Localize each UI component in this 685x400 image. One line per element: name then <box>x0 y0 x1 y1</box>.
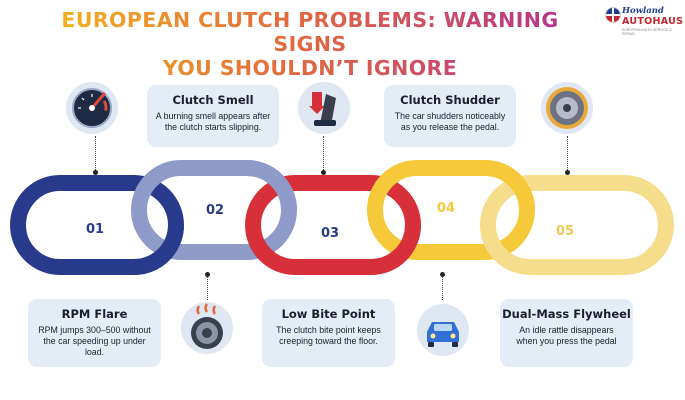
sign-description: An idle rattle disappears when you press… <box>516 325 617 346</box>
flag-icon <box>605 7 621 23</box>
sign-card-dual-mass-flywheel: Dual-Mass Flywheel An idle rattle disapp… <box>500 299 633 367</box>
connector-1-dot <box>93 170 98 175</box>
sign-title: Dual-Mass Flywheel <box>502 307 631 321</box>
connector-3 <box>323 136 324 174</box>
sign-title: RPM Flare <box>61 307 128 321</box>
sign-title: Clutch Smell <box>172 93 254 107</box>
connector-4 <box>442 274 443 300</box>
chain-link-3-overlap <box>370 224 421 275</box>
step-number-2: 02 <box>206 203 225 218</box>
step-number-1: 01 <box>86 222 105 237</box>
chain-link-4-overlap <box>484 160 535 211</box>
tachometer-icon <box>64 80 120 136</box>
step-number-5: 05 <box>556 224 575 239</box>
chain-link-2-overlap <box>246 160 297 211</box>
sign-title: Clutch Shudder <box>400 93 500 107</box>
logo-tagline: EUROPEAN AUTO SERVICE & REPAIR <box>622 28 672 36</box>
sign-description: A burning smell appears after the clutch… <box>155 111 271 132</box>
sign-card-rpm-flare: RPM Flare RPM jumps 300–500 without the … <box>28 299 161 367</box>
sign-card-low-bite-point: Low Bite Point The clutch bite point kee… <box>262 299 395 367</box>
connector-2-dot <box>205 272 210 277</box>
clutch-pedal-icon <box>296 80 352 136</box>
burning-clutch-icon <box>179 300 235 356</box>
car-icon <box>415 302 471 358</box>
connector-5 <box>567 136 568 174</box>
connector-4-dot <box>440 272 445 277</box>
connector-5-dot <box>565 170 570 175</box>
step-number-4: 04 <box>437 201 456 216</box>
step-number-3: 03 <box>321 226 340 241</box>
connector-1 <box>95 136 96 174</box>
sign-description: The clutch bite point keeps creeping tow… <box>276 325 381 346</box>
connector-2 <box>207 274 208 300</box>
logo-brand-top: Howland <box>622 6 664 16</box>
chain-link-1-overlap <box>133 224 184 275</box>
flywheel-icon <box>539 80 595 136</box>
sign-card-clutch-smell: Clutch Smell A burning smell appears aft… <box>147 85 279 147</box>
sign-description: The car shudders noticeably as you relea… <box>394 111 506 132</box>
sign-card-clutch-shudder: Clutch Shudder The car shudders noticeab… <box>384 85 516 147</box>
brand-logo: Howland AUTOHAUS EUROPEAN AUTO SERVICE &… <box>603 4 683 48</box>
connector-3-dot <box>321 170 326 175</box>
sign-description: RPM jumps 300–500 without the car speedi… <box>38 325 151 357</box>
chain-link-5 <box>480 175 674 275</box>
sign-title: Low Bite Point <box>281 307 376 321</box>
logo-brand-bottom: AUTOHAUS <box>622 16 684 27</box>
